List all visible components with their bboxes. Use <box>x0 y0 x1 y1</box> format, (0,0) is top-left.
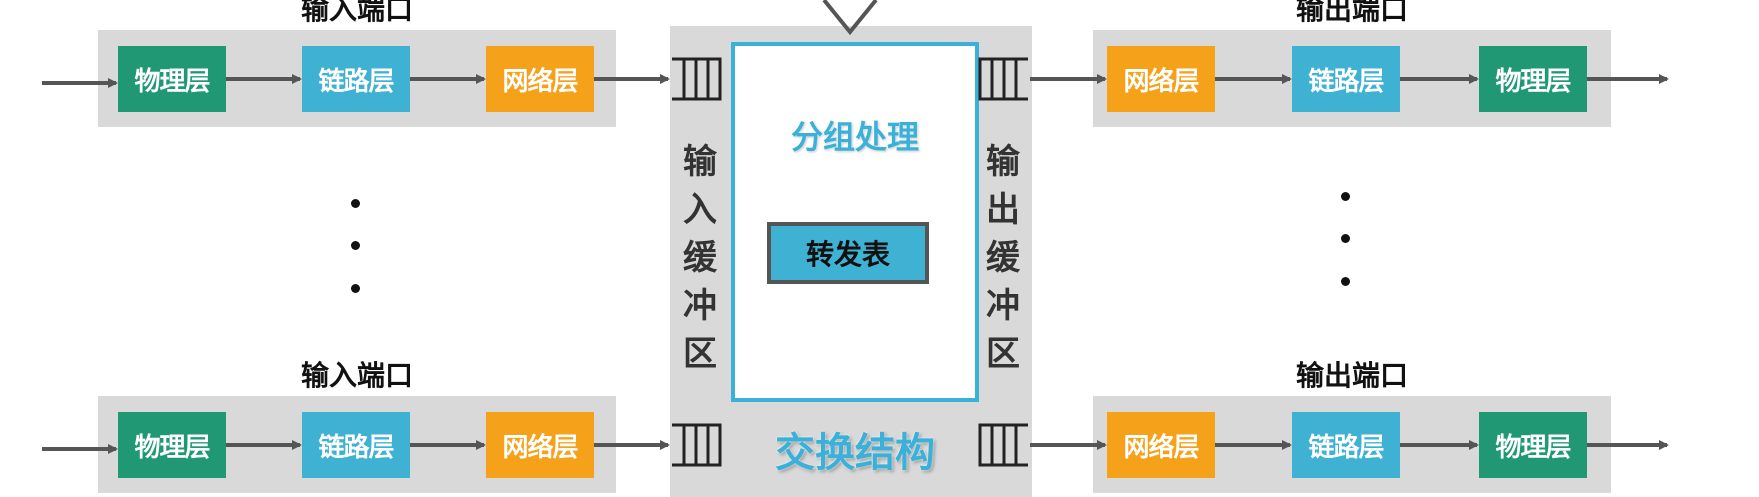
output-buffer-char: 输 <box>986 142 1020 182</box>
input-bottom-network-layer: 网络层 <box>486 412 594 478</box>
output-bottom-physical-layer: 物理层 <box>1479 412 1587 478</box>
triangle-down-icon <box>822 0 878 36</box>
input-buffer-char: 缓 <box>683 238 717 278</box>
input-bottom-physical-layer: 物理层 <box>118 412 226 478</box>
packet-processing-title: 分组处理 <box>790 118 919 156</box>
output-buffer-char: 区 <box>986 334 1020 374</box>
forwarding-table: 转发表 <box>767 222 929 284</box>
output-top-network-layer: 网络层 <box>1107 46 1215 112</box>
input-top-link-layer: 链路层 <box>302 46 410 112</box>
input-buffer-label: 输 入 缓 冲 区 <box>670 138 730 378</box>
output-top-physical-layer: 物理层 <box>1479 46 1587 112</box>
output-buffer-char: 冲 <box>986 286 1020 326</box>
input-port-title-top: 输入端口 <box>300 0 413 26</box>
input-queue-icon <box>672 423 722 467</box>
input-buffer-char: 输 <box>683 142 717 182</box>
input-port-title-bottom: 输入端口 <box>300 359 413 392</box>
output-buffer-char: 出 <box>986 190 1020 230</box>
output-bottom-link-layer: 链路层 <box>1292 412 1400 478</box>
input-buffer-char: 区 <box>683 334 717 374</box>
output-queue-icon <box>978 57 1028 101</box>
input-top-network-layer: 网络层 <box>486 46 594 112</box>
input-buffer-char: 入 <box>683 190 717 230</box>
output-port-title-bottom: 输出端口 <box>1295 359 1408 392</box>
input-queue-icon <box>672 57 722 101</box>
switch-fabric-label: 交换结构 <box>775 430 935 476</box>
output-buffer-char: 缓 <box>986 238 1020 278</box>
input-buffer-char: 冲 <box>683 286 717 326</box>
output-port-title-top: 输出端口 <box>1295 0 1408 26</box>
input-top-physical-layer: 物理层 <box>118 46 226 112</box>
output-buffer-label: 输 出 缓 冲 区 <box>973 138 1033 378</box>
output-top-link-layer: 链路层 <box>1292 46 1400 112</box>
output-bottom-network-layer: 网络层 <box>1107 412 1215 478</box>
input-bottom-link-layer: 链路层 <box>302 412 410 478</box>
output-queue-icon <box>978 423 1028 467</box>
